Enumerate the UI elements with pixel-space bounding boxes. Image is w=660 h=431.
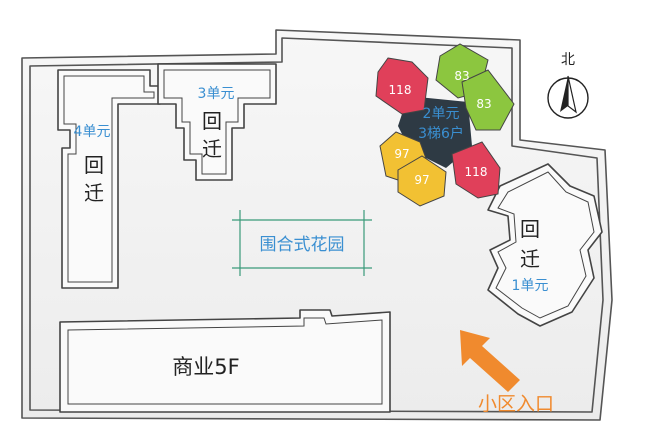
commercial-label: 商业5F [172, 355, 239, 379]
unit3-name: 3单元 [198, 86, 235, 102]
unit3-tag-2: 迁 [202, 137, 222, 161]
unit1-tag-1: 回 [520, 217, 540, 241]
apartment-label: 118 [465, 165, 488, 179]
unit4-tag-2: 迁 [84, 181, 104, 205]
apartment-118-b [451, 141, 501, 199]
apartment-label: 83 [476, 97, 491, 111]
entrance-label: 小区入口 [478, 393, 554, 415]
unit3-tag-1: 回 [202, 109, 222, 133]
garden-frame [232, 210, 372, 276]
north-arrow-icon [547, 75, 589, 119]
apartment-97-b [397, 155, 447, 207]
unit2-name: 2单元 [423, 106, 460, 122]
apartment-label: 97 [414, 173, 429, 187]
garden-label: 围合式花园 [260, 235, 345, 255]
apartment-label: 118 [389, 83, 412, 97]
north-label: 北 [561, 52, 575, 68]
unit4-tag-1: 回 [84, 153, 104, 177]
unit4-name: 4单元 [74, 124, 111, 140]
unit1-tag-2: 迁 [520, 247, 540, 271]
building-unit1 [487, 163, 603, 327]
building-unit2 [375, 43, 515, 207]
apartment-label: 83 [454, 69, 469, 83]
building-unit3 [157, 63, 277, 181]
apartment-118-a [375, 57, 429, 115]
unit1-name: 1单元 [512, 278, 549, 294]
building-commercial [59, 309, 391, 413]
entrance-arrow-icon [460, 330, 520, 392]
building-unit4 [57, 69, 161, 289]
apartment-83-b [461, 69, 515, 131]
apartment-label: 97 [394, 147, 409, 161]
unit2-desc: 3梯6户 [418, 125, 464, 142]
